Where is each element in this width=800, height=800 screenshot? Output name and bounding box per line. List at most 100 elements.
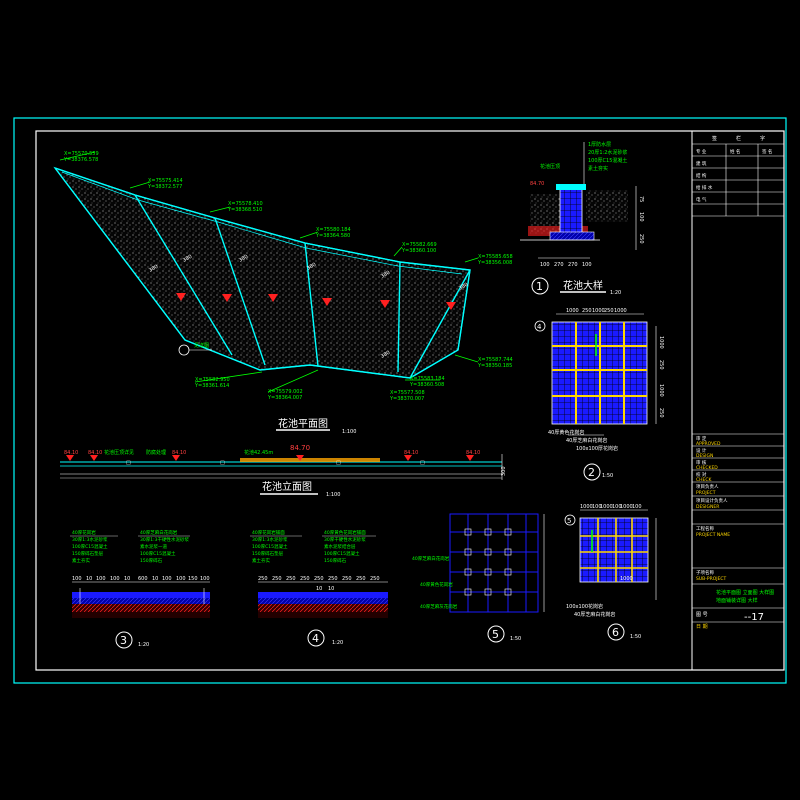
planter-bed-fill xyxy=(53,166,471,379)
svg-text:100厚C15混凝土: 100厚C15混凝土 xyxy=(140,550,176,557)
svg-text:□: □ xyxy=(220,460,225,466)
coord-10: X=75579.002 xyxy=(268,389,303,395)
svg-text:素土夯实: 素土夯实 xyxy=(588,165,608,172)
svg-text:1厚防水层: 1厚防水层 xyxy=(588,141,611,148)
svg-text:100: 100 xyxy=(592,504,602,510)
svg-text:380: 380 xyxy=(380,350,391,360)
svg-text:签: 签 xyxy=(712,135,717,142)
svg-text:84.10: 84.10 xyxy=(88,450,102,456)
svg-text:6: 6 xyxy=(612,626,619,639)
svg-text:□: □ xyxy=(420,460,425,466)
svg-text:150厚碎石: 150厚碎石 xyxy=(324,557,347,564)
svg-text:30厚1:3水泥砂浆: 30厚1:3水泥砂浆 xyxy=(252,536,288,543)
svg-text:40厚芝麻白花岗岩: 40厚芝麻白花岗岩 xyxy=(574,611,615,618)
svg-text:CHECKED: CHECKED xyxy=(696,465,718,471)
coord-6: X=75585.658 xyxy=(478,254,513,260)
svg-text:4: 4 xyxy=(312,632,319,645)
detail-6-number-circle xyxy=(607,623,625,641)
svg-text:子项名称: 子项名称 xyxy=(696,569,714,576)
svg-text:100: 100 xyxy=(200,576,210,582)
svg-text:防腐处理: 防腐处理 xyxy=(146,449,166,456)
svg-text:270: 270 xyxy=(568,262,578,268)
svg-text:10: 10 xyxy=(316,586,322,592)
svg-text:75: 75 xyxy=(638,196,644,202)
svg-text:5: 5 xyxy=(492,628,499,641)
svg-text:1000: 1000 xyxy=(658,336,664,349)
svg-text:DESIGN: DESIGN xyxy=(696,453,713,459)
svg-text:日 期: 日 期 xyxy=(696,624,708,630)
svg-text:40厚花岗岩铺面: 40厚花岗岩铺面 xyxy=(252,529,285,536)
svg-text:SUB-PROJECT: SUB-PROJECT xyxy=(696,576,727,582)
svg-text:专 业: 专 业 xyxy=(696,148,707,155)
svg-text:花池42.45m: 花池42.45m xyxy=(244,449,273,456)
title-block: 签 栏 字 专 业 姓 名 xyxy=(691,131,784,670)
svg-text:250: 250 xyxy=(638,234,644,244)
svg-text:素水泥浆结合层: 素水泥浆结合层 xyxy=(324,543,356,550)
coord-5: X=75582.669 xyxy=(402,242,437,248)
svg-text:3: 3 xyxy=(120,634,127,647)
detail-4-number-circle xyxy=(307,629,325,647)
svg-text:建 筑: 建 筑 xyxy=(696,160,707,167)
svg-text:380: 380 xyxy=(148,264,159,274)
svg-text:100: 100 xyxy=(110,576,120,582)
detail-4-paving-section: 40厚花岗岩铺面 30厚1:3水泥砂浆 100厚C15混凝土 150厚碎石垫层 … xyxy=(250,529,388,647)
elevation-title: 花池立面图 xyxy=(262,480,312,493)
svg-text:PROJECT NAME: PROJECT NAME xyxy=(696,532,730,538)
svg-text:1:50: 1:50 xyxy=(602,473,613,479)
svg-text:素土夯实: 素土夯实 xyxy=(252,557,270,564)
svg-text:Y=38376.578: Y=38376.578 xyxy=(63,157,98,163)
drawing-title: 花池平面图 立面图 大样图 xyxy=(716,589,774,596)
svg-text:250: 250 xyxy=(300,576,310,582)
svg-text:校 对: 校 对 xyxy=(696,471,707,478)
svg-text:5: 5 xyxy=(567,517,571,525)
detail-1-planter-section: 花池压顶 84.70 1厚防水层 20厚1:2水泥砂浆 100厚C15混凝土 素… xyxy=(520,141,644,296)
svg-text:250: 250 xyxy=(604,308,614,314)
svg-text:380: 380 xyxy=(238,254,249,264)
svg-text:380: 380 xyxy=(458,282,469,292)
detail-3-paving-section: 40厚花岗岩 30厚1:3水泥砂浆 100厚C15混凝土 150厚碎石垫层 素土… xyxy=(70,529,210,649)
svg-text:100厚C15混凝土: 100厚C15混凝土 xyxy=(324,550,360,557)
outer-border xyxy=(13,117,787,684)
svg-text:10: 10 xyxy=(328,586,334,592)
svg-text:100厚C15混凝土: 100厚C15混凝土 xyxy=(588,157,627,164)
svg-text:1000: 1000 xyxy=(620,576,633,582)
svg-text:Y=38350.185: Y=38350.185 xyxy=(477,363,512,369)
svg-text:30厚干硬性水泥砂浆: 30厚干硬性水泥砂浆 xyxy=(324,536,366,543)
detail-3-number-circle xyxy=(115,631,133,649)
svg-text:84.10: 84.10 xyxy=(64,450,78,456)
svg-text:40厚黄色花岗岩: 40厚黄色花岗岩 xyxy=(420,581,453,588)
svg-text:项目设计负责人: 项目设计负责人 xyxy=(696,497,728,504)
svg-text:250: 250 xyxy=(658,408,664,418)
svg-text:10: 10 xyxy=(152,576,158,582)
svg-text:380: 380 xyxy=(380,270,391,280)
plan-scale: 1:100 xyxy=(342,429,356,435)
svg-text:40厚芝麻白花岗岩: 40厚芝麻白花岗岩 xyxy=(566,437,607,444)
detail-6-paving-plan: 1000 100 1000 100 1000 100 5 1000 100x10… xyxy=(564,504,657,641)
svg-text:见详图: 见详图 xyxy=(194,342,209,349)
detail-1-number-circle xyxy=(531,277,549,295)
svg-text:150厚碎石: 150厚碎石 xyxy=(140,557,163,564)
svg-text:1:20: 1:20 xyxy=(332,640,343,646)
svg-text:1000: 1000 xyxy=(566,308,579,314)
svg-text:姓 名: 姓 名 xyxy=(730,148,740,155)
svg-text:250: 250 xyxy=(356,576,366,582)
svg-text:380: 380 xyxy=(182,254,193,264)
coord-9: X=75577.508 xyxy=(390,390,425,396)
svg-text:100: 100 xyxy=(582,262,592,268)
svg-text:DESIGNER: DESIGNER xyxy=(696,504,719,510)
svg-text:250: 250 xyxy=(286,576,296,582)
svg-text:600: 600 xyxy=(138,576,148,582)
coord-7: X=75587.744 xyxy=(478,357,513,363)
svg-text:40厚芝麻白花岗岩: 40厚芝麻白花岗岩 xyxy=(412,555,450,562)
svg-text:审 核: 审 核 xyxy=(696,459,707,466)
coord-8: X=75583.184 xyxy=(410,376,445,382)
svg-text:1: 1 xyxy=(536,280,543,293)
svg-text:100: 100 xyxy=(72,576,82,582)
coord-2: X=75575.414 xyxy=(148,178,183,184)
svg-text:100x100花岗岩: 100x100花岗岩 xyxy=(566,603,603,610)
svg-text:150厚碎石垫层: 150厚碎石垫层 xyxy=(72,550,104,557)
planter-outline xyxy=(54,167,471,379)
svg-text:40厚黄色花岗岩铺面: 40厚黄色花岗岩铺面 xyxy=(324,529,366,536)
svg-text:1000: 1000 xyxy=(614,308,627,314)
svg-text:Y=38370.007: Y=38370.007 xyxy=(389,396,424,402)
